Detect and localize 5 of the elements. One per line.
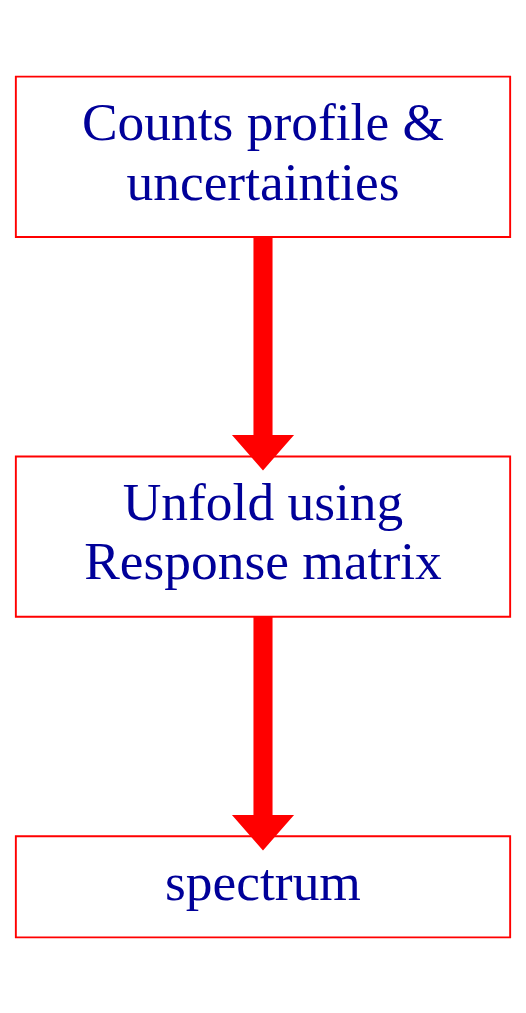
node-box: Unfold using Response matrix: [14, 454, 512, 618]
node-box: Counts profile & uncertainties: [14, 75, 512, 238]
node-box: spectrum: [14, 834, 512, 938]
arrow: [231, 616, 295, 850]
arrow: [231, 237, 295, 470]
